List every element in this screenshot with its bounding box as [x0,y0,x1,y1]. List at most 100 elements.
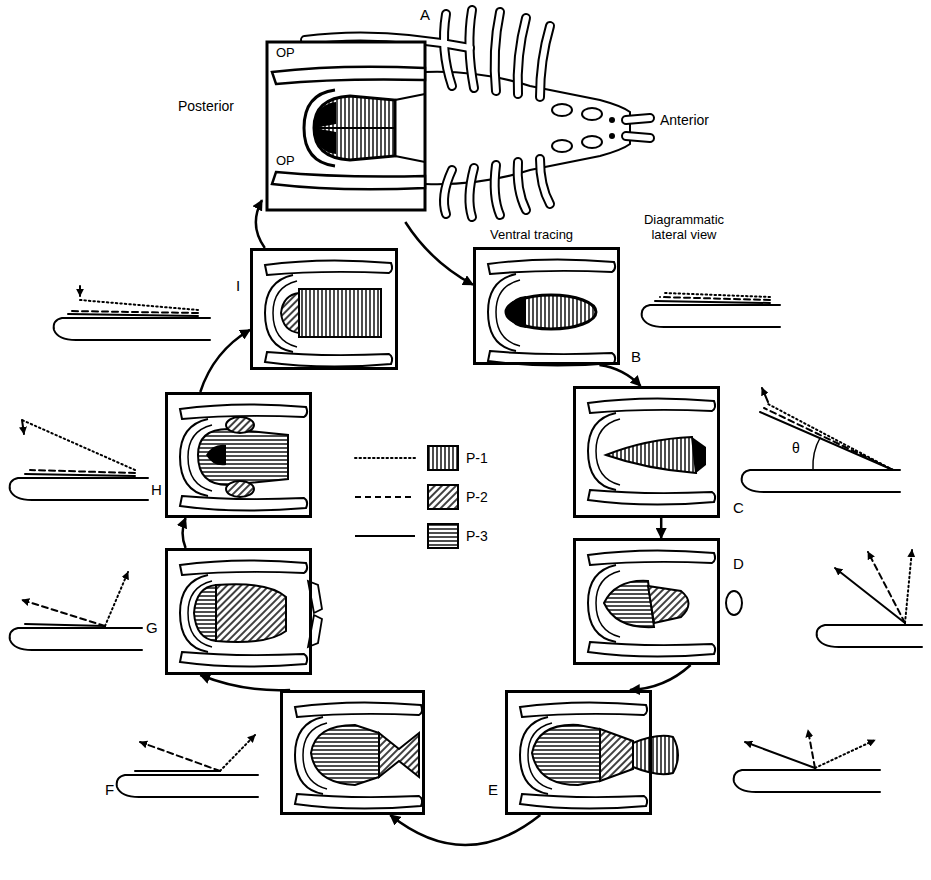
ventral-tracing [726,591,742,615]
animal-drawing [495,12,500,91]
animal-drawing [582,136,602,148]
animal-drawing [518,162,526,210]
part-label: Anterior [660,112,709,128]
lateral-view [22,600,105,626]
lateral-view [70,311,198,313]
panel-letter: E [488,781,498,798]
legend-text: P-2 [466,489,488,505]
lateral-view [117,775,258,797]
lateral-view [665,293,770,297]
animal-drawing [518,162,526,210]
tracing-panel: B [473,247,620,365]
animal-drawing [314,128,336,154]
lateral-view [25,624,105,626]
ventral-tracing [265,260,392,366]
panel-letter: G [146,619,158,636]
ventral-tracing [604,581,654,627]
lateral-view [30,470,135,473]
part-label: Ventral tracing [490,228,573,243]
animal-drawing [469,10,474,88]
panel-letter: D [733,555,744,572]
lateral-view [10,628,142,650]
animal-drawing [495,165,500,215]
lateral-view [10,286,922,797]
lateral-view [79,286,81,296]
tracing-panel: E [505,690,652,815]
animal-drawing [469,168,474,217]
legend-sample [428,485,458,509]
cycle-arrow [660,518,663,538]
angle-symbol: θ [792,440,800,456]
cycle-arrow [630,665,691,690]
lateral-view [835,568,905,623]
animal-drawing [609,117,615,123]
ventral-tracing [216,584,286,642]
animal-drawing [626,136,650,138]
cycle-arrow [200,675,290,690]
ventral-tracing [194,585,216,641]
lateral-view [868,552,905,623]
panel-letter: A [420,6,430,23]
animal-drawing [272,67,425,84]
lateral-view [22,420,24,434]
animal-drawing [540,26,550,97]
legend-sample [355,446,458,548]
ventral-tracing [295,702,422,808]
panel-letter: C [733,499,744,516]
legend-sample [428,524,458,548]
animal-drawing [626,118,650,120]
ventral-tracing [299,289,381,337]
lateral-view [80,300,198,310]
animal-drawing [540,159,550,204]
ventral-tracing [520,702,678,808]
ventral-tracing [633,736,678,774]
animal-drawing [267,42,425,210]
lateral-view [54,318,210,340]
part-label: Diagrammatic lateral view [630,213,738,243]
ventral-tracing [180,560,307,666]
ventral-tracing [648,586,689,623]
ventral-tracing [180,404,307,510]
ventral-tracing [379,733,419,777]
lateral-view [817,625,922,647]
ventral-tracing [520,702,647,808]
lateral-view [655,301,770,303]
lateral-view [220,735,255,771]
tracing-panel: H [165,392,312,518]
ventral-tracing [588,550,715,656]
animal-drawing [540,26,550,97]
animal-drawing [444,14,452,86]
ventral-tracing [588,398,715,504]
cycle-arrow [405,222,473,285]
ventral-tracing [226,417,254,433]
part-label: Posterior [178,98,234,114]
ventral-tracing [488,259,615,365]
cycle-arrow [200,330,250,392]
legend-text: P-1 [466,450,488,466]
lateral-view [764,408,893,470]
animal-drawing [267,10,650,217]
ventral-tracing [180,259,742,808]
animal-drawing [609,133,615,139]
panel-letter: B [631,348,641,365]
lateral-view [642,305,780,327]
cycle-arrow [256,200,265,248]
animal-drawing [552,140,572,152]
lateral-view [815,740,875,768]
animal-drawing [272,172,425,189]
animal-drawing [518,18,526,94]
ventral-tracing [600,729,633,781]
animal-drawing [552,104,572,116]
cycle-arrow [183,518,186,548]
lateral-view [10,478,148,500]
lateral-view [768,404,893,470]
ventral-tracing [692,437,706,473]
lateral-view [745,742,815,768]
ventral-tracing [506,295,596,329]
animal-drawing [518,18,526,94]
ventral-tracing [180,560,322,666]
animal-drawing [469,10,474,88]
animal-drawing [314,96,395,160]
tracing-panel: I [250,248,398,370]
